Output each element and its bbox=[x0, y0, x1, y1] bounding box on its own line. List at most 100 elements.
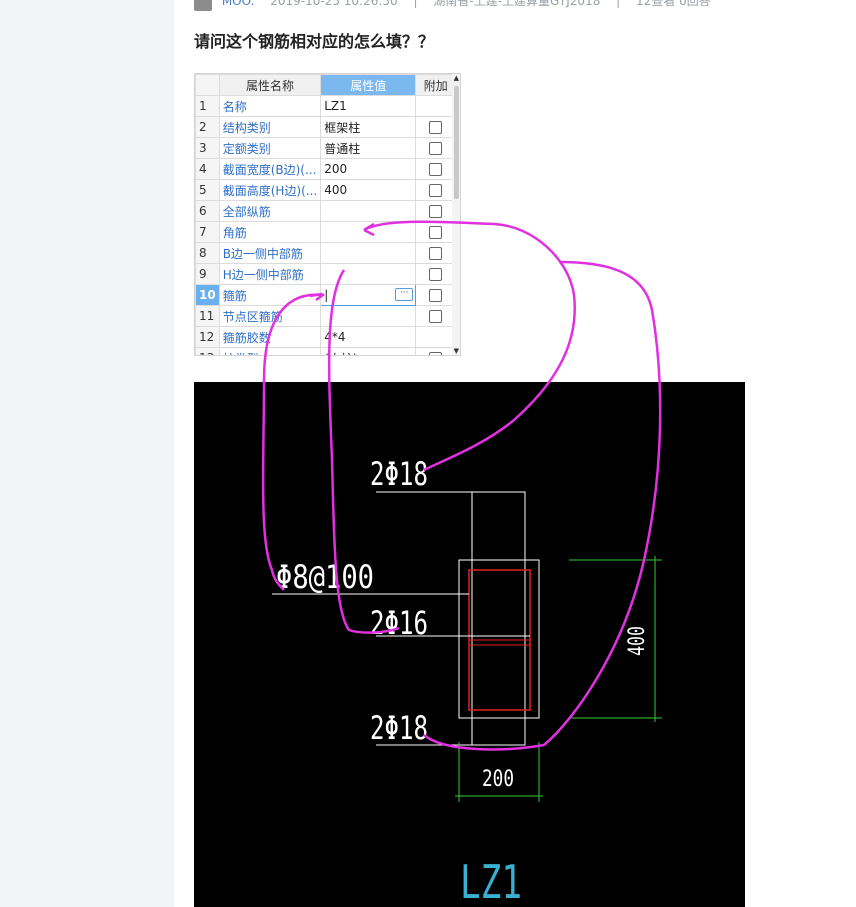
extra-checkbox[interactable] bbox=[429, 142, 443, 155]
column-name-label: LZ1 bbox=[460, 855, 522, 907]
property-name[interactable]: 箍筋 bbox=[218, 284, 322, 306]
question-title: 请问这个钢筋相对应的怎么填？？ bbox=[194, 32, 435, 51]
divider: | bbox=[413, 0, 418, 8]
extra-checkbox[interactable] bbox=[429, 352, 443, 355]
property-value-cell[interactable] bbox=[320, 263, 417, 285]
property-name[interactable]: 全部纵筋 bbox=[218, 200, 322, 222]
property-value-cell[interactable]: (中柱) bbox=[320, 347, 417, 356]
post-category[interactable]: 湖南省-土建-土建算量GTJ2018 bbox=[433, 0, 601, 8]
property-value[interactable]: 200 bbox=[324, 162, 348, 176]
extra-cell bbox=[415, 179, 457, 201]
extra-cell bbox=[415, 200, 457, 222]
property-value-cell[interactable] bbox=[320, 200, 417, 222]
property-name[interactable]: 箍筋胶数 bbox=[218, 326, 322, 348]
extra-cell bbox=[415, 158, 457, 180]
property-value-cell[interactable]: LZ1 bbox=[320, 95, 417, 117]
row-number: 8 bbox=[195, 242, 220, 264]
label-mid: 2Φ16 bbox=[370, 604, 428, 642]
property-name[interactable]: 角筋 bbox=[218, 221, 322, 243]
extra-checkbox[interactable] bbox=[429, 289, 443, 302]
property-value[interactable]: 框架柱 bbox=[324, 120, 361, 135]
row-number: 12 bbox=[195, 326, 220, 348]
extra-checkbox[interactable] bbox=[429, 121, 443, 134]
extra-cell bbox=[415, 242, 457, 264]
extra-checkbox[interactable] bbox=[429, 205, 443, 218]
row-number: 2 bbox=[195, 116, 220, 138]
label-bottom: 2Φ18 bbox=[370, 709, 428, 747]
property-value[interactable]: 普通柱 bbox=[324, 141, 361, 156]
property-name[interactable]: B边一侧中部筋 bbox=[218, 242, 322, 264]
property-name[interactable]: 结构类别 bbox=[218, 116, 322, 138]
property-value-cell[interactable]: 200 bbox=[320, 158, 417, 180]
column-header-name[interactable]: 属性名称 bbox=[218, 74, 322, 96]
property-value-cell[interactable] bbox=[320, 305, 417, 327]
grid-row[interactable]: 13柱类型(中柱) bbox=[195, 347, 457, 356]
left-sidebar bbox=[0, 0, 174, 907]
extra-cell bbox=[415, 116, 457, 138]
property-value-cell[interactable]: 框架柱 bbox=[320, 116, 417, 138]
property-value-cell[interactable] bbox=[320, 221, 417, 243]
property-value[interactable]: (中柱) bbox=[324, 352, 357, 356]
column-header-value[interactable]: 属性值 bbox=[320, 74, 417, 96]
property-value[interactable]: 4*4 bbox=[324, 330, 346, 344]
avatar[interactable] bbox=[194, 0, 212, 11]
extra-checkbox[interactable] bbox=[429, 163, 443, 176]
extra-cell bbox=[415, 305, 457, 327]
extra-checkbox[interactable] bbox=[429, 310, 443, 323]
dim-height-label: 400 bbox=[625, 626, 650, 656]
column-header-extra[interactable]: 附加 bbox=[415, 74, 457, 96]
property-name[interactable]: 名称 bbox=[218, 95, 322, 117]
extra-checkbox[interactable] bbox=[429, 184, 443, 197]
dim-width-label: 200 bbox=[482, 767, 514, 792]
property-value-cell[interactable]: 400 bbox=[320, 179, 417, 201]
column-section-outline bbox=[458, 559, 540, 719]
property-name[interactable]: 截面高度(H边)(... bbox=[218, 179, 322, 201]
row-number: 10 bbox=[195, 284, 220, 306]
property-value-cell[interactable]: 4*4 bbox=[320, 326, 417, 348]
property-name[interactable]: 定额类别 bbox=[218, 137, 322, 159]
property-name[interactable]: H边一侧中部筋 bbox=[218, 263, 322, 285]
scroll-thumb[interactable] bbox=[454, 86, 459, 199]
extra-checkbox[interactable] bbox=[429, 226, 443, 239]
property-name[interactable]: 节点区箍筋 bbox=[218, 305, 322, 327]
ellipsis-button[interactable]: ··· bbox=[395, 288, 414, 301]
property-value[interactable]: LZ1 bbox=[324, 99, 347, 113]
divider: | bbox=[616, 0, 621, 8]
view-count: 12查看 0回答 bbox=[636, 0, 711, 8]
property-value-cell[interactable]: 普通柱 bbox=[320, 137, 417, 159]
extra-cell bbox=[415, 221, 457, 243]
row-number: 7 bbox=[195, 221, 220, 243]
property-value[interactable]: 400 bbox=[324, 183, 348, 197]
author-name[interactable]: MOO. bbox=[221, 0, 255, 8]
label-top: 2Φ18 bbox=[370, 455, 428, 493]
cad-drawing: 2Φ18 Φ8@100 2Φ16 2Φ18 200 400 LZ1 bbox=[194, 382, 745, 907]
property-name[interactable]: 柱类型 bbox=[218, 347, 322, 355]
extra-cell bbox=[415, 95, 457, 117]
property-name[interactable]: 截面宽度(B边)(... bbox=[218, 158, 322, 180]
row-number: 13 bbox=[195, 347, 220, 355]
scroll-up-icon[interactable]: ▲ bbox=[453, 74, 459, 82]
property-value[interactable]: | bbox=[324, 288, 329, 302]
extra-checkbox[interactable] bbox=[429, 247, 443, 260]
row-number: 3 bbox=[195, 137, 220, 159]
grid-scrollbar[interactable]: ▲ ▼ bbox=[452, 74, 460, 355]
extra-checkbox[interactable] bbox=[429, 268, 443, 281]
property-value-cell[interactable] bbox=[320, 242, 417, 264]
row-number: 9 bbox=[195, 263, 220, 285]
row-number-header bbox=[195, 74, 220, 96]
property-value-cell[interactable]: | ··· bbox=[320, 284, 417, 306]
scroll-down-icon[interactable]: ▼ bbox=[453, 347, 459, 355]
